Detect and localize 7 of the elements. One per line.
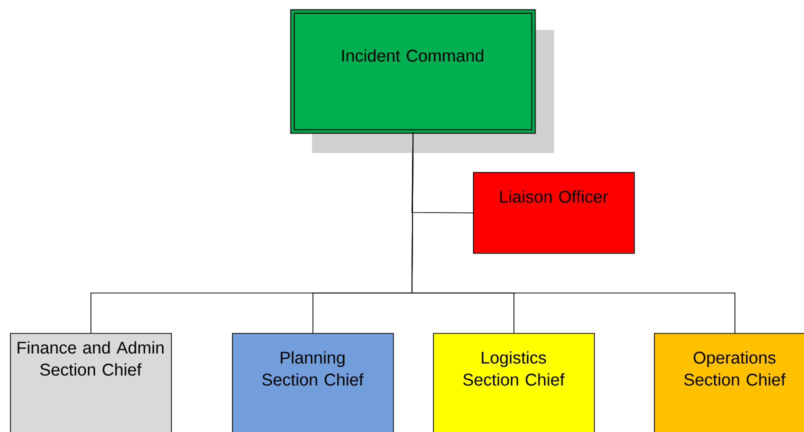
role-box: Operations Section Chief: [654, 333, 804, 432]
role-box: Planning Section Chief: [232, 333, 394, 432]
role-box: Finance and Admin Section Chief: [10, 333, 172, 432]
role-box: Logistics Section Chief: [433, 333, 595, 432]
role-box: Liaison Officer: [473, 172, 635, 254]
connector-line: [412, 132, 736, 334]
command-box: Incident Command: [290, 9, 554, 153]
